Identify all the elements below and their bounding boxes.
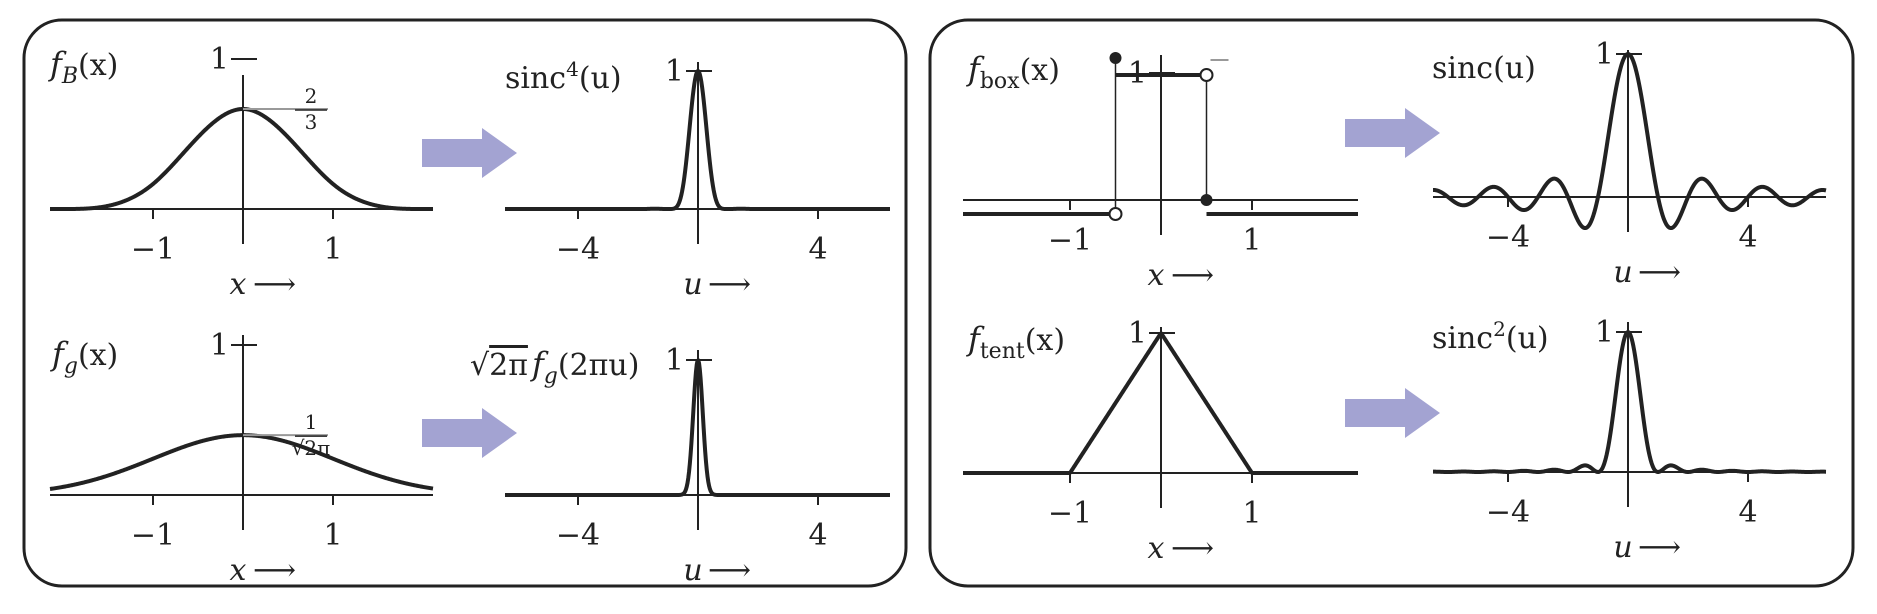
- transform-arrow-4: [1345, 388, 1440, 438]
- sinc-xtick-label-0: −4: [1486, 220, 1530, 255]
- fbox-xtick-label-0: −1: [1048, 223, 1092, 258]
- fB-title: fB(x): [48, 45, 118, 89]
- sinc4-title: sinc4(u): [505, 57, 622, 96]
- fg-xtick-label-1: 1: [323, 518, 342, 553]
- ftent-xlabel: x: [1148, 531, 1165, 566]
- fgft-xlabel-arrow: ⟶: [708, 553, 751, 588]
- sinc2-ytick-label-0: 1: [1595, 315, 1614, 350]
- sinc4-xtick-label-0: −4: [556, 232, 600, 267]
- fbox-xlabel: x: [1148, 258, 1165, 293]
- plot-fB: −1 1 1 x⟶ 23 fB(x): [48, 42, 435, 302]
- ftent-xtick-label-0: −1: [1048, 496, 1092, 531]
- sinc4-ytick-label-0: 1: [665, 54, 684, 89]
- sinc-title: sinc(u): [1432, 51, 1536, 86]
- fbox-xlabel-arrow: ⟶: [1171, 258, 1214, 293]
- fbox-xtick-label-1: 1: [1242, 223, 1261, 258]
- fB-annotation-denominator: 3: [305, 110, 318, 134]
- sinc2-xlabel-arrow: ⟶: [1638, 530, 1681, 565]
- fgft-xtick-label-1: 4: [808, 518, 827, 553]
- sinc4-xtick-label-1: 4: [808, 232, 827, 267]
- transform-arrow-1: [422, 128, 517, 178]
- fg-curve: [48, 433, 435, 491]
- plot-sinc4: −4 4 1 u⟶ sinc4(u): [503, 54, 892, 302]
- ftent-title: ftent(x): [966, 320, 1065, 364]
- fg-annotation-numerator: 1: [305, 410, 318, 434]
- fg-title: fg(x): [50, 335, 118, 379]
- sinc2-curve: [1431, 330, 1828, 474]
- transform-arrow-3: [1345, 108, 1440, 158]
- fB-xtick-label-0: −1: [131, 232, 175, 267]
- sinc2-xlabel: u: [1613, 530, 1632, 565]
- sinc4-curve: [503, 69, 892, 211]
- fbox-dot-open-bottom: [1108, 207, 1123, 221]
- ftent-xlabel-arrow: ⟶: [1171, 531, 1214, 566]
- sinc-ytick-label-0: 1: [1595, 37, 1614, 72]
- plot-sinc2: −4 4 1 u⟶ sinc2(u): [1431, 315, 1828, 565]
- fgft-curve: [503, 358, 892, 497]
- right-panel-frame: [928, 18, 1855, 588]
- fg-xlabel: x: [230, 553, 247, 588]
- sinc2-xtick-label-1: 4: [1738, 495, 1757, 530]
- sinc-xlabel: u: [1613, 255, 1632, 290]
- left-panel-frame: [22, 18, 908, 588]
- fB-xtick-label-1: 1: [323, 232, 342, 267]
- fB-curve: [48, 107, 435, 211]
- fbox-title: fbox(x): [966, 50, 1060, 94]
- fbox-dot-filled-bottom: [1200, 194, 1213, 206]
- ftent-xtick-label-1: 1: [1242, 496, 1261, 531]
- fbox-dot-open-top: [1199, 68, 1214, 82]
- fgft-xtick-label-0: −4: [556, 518, 600, 553]
- ftent-curve: [961, 331, 1360, 475]
- sinc2-xtick-label-0: −4: [1486, 495, 1530, 530]
- fgft-xlabel: u: [683, 553, 702, 588]
- fbox-dot-filled-top: [1109, 52, 1122, 64]
- sinc4-xlabel-arrow: ⟶: [708, 267, 751, 302]
- sinc-curve: [1431, 52, 1828, 231]
- fg-xtick-label-0: −1: [131, 518, 175, 553]
- sinc-xtick-label-1: 4: [1738, 220, 1757, 255]
- sinc-xlabel-arrow: ⟶: [1638, 255, 1681, 290]
- sinc4-xlabel: u: [683, 267, 702, 302]
- fB-xlabel-arrow: ⟶: [253, 267, 296, 302]
- fg-xlabel-arrow: ⟶: [253, 553, 296, 588]
- ftent-ytick-label-0: 1: [1128, 316, 1147, 351]
- fg-ytick-label-0: 1: [210, 328, 229, 363]
- transform-arrow-2: [422, 408, 517, 458]
- fB-xlabel: x: [230, 267, 247, 302]
- fB-annotation-numerator: 2: [305, 84, 318, 108]
- plot-sinc: −4 4 1 u⟶ sinc(u): [1431, 37, 1828, 290]
- transform-arrows: [422, 108, 1440, 458]
- fg-annotation-denominator: √2π: [292, 436, 331, 460]
- sinc2-title: sinc2(u): [1432, 317, 1549, 356]
- plot-ftent: −1 1 1 x⟶ ftent(x): [961, 316, 1360, 566]
- fgft-ytick-label-0: 1: [665, 343, 684, 378]
- fB-ytick-label-0: 1: [210, 42, 229, 77]
